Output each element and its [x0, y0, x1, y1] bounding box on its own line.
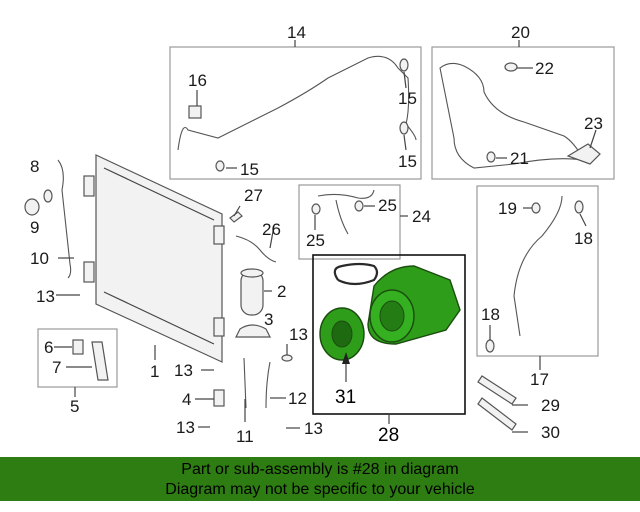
callout-26: 26	[262, 220, 281, 239]
callout-2: 2	[277, 282, 286, 301]
callout-25b: 25	[306, 231, 325, 250]
part-8	[24, 198, 40, 216]
callout-15b: 15	[398, 152, 417, 171]
hose-20	[439, 62, 586, 169]
oring-15a	[399, 58, 409, 72]
callout-18b: 18	[481, 305, 500, 324]
callout-24: 24	[412, 207, 431, 226]
callout-9: 9	[30, 218, 39, 237]
banner-line-1: Part or sub-assembly is #28 in diagram	[181, 461, 459, 478]
bracket-23	[566, 143, 601, 165]
callout-15a: 15	[398, 89, 417, 108]
part-16	[188, 105, 202, 119]
callout-6: 6	[44, 338, 53, 357]
callout-19: 19	[498, 199, 517, 218]
compressor-28	[319, 262, 461, 361]
callout-13e: 13	[289, 325, 308, 344]
callout-29: 29	[541, 396, 560, 415]
part-7	[91, 341, 109, 381]
callout-13a: 13	[36, 287, 55, 306]
oring-19	[531, 202, 541, 214]
box-24	[298, 184, 401, 260]
callout-31: 31	[335, 387, 356, 408]
callout-11: 11	[236, 427, 254, 446]
callout-18a: 18	[574, 229, 593, 248]
oring-25b	[354, 200, 364, 212]
callout-13b: 13	[174, 361, 193, 380]
callout-21: 21	[510, 149, 529, 168]
pipe-26	[235, 235, 277, 263]
box-14	[169, 46, 422, 180]
part-6	[72, 339, 84, 355]
receiver-dryer	[240, 268, 264, 316]
hose-17	[513, 195, 563, 337]
pipe-24	[317, 189, 375, 235]
callout-13d: 13	[304, 419, 323, 438]
part-4	[213, 389, 225, 407]
bolt-30	[477, 397, 517, 431]
callout-17: 17	[530, 370, 549, 389]
callout-14: 14	[287, 23, 306, 42]
oring-22	[504, 62, 518, 72]
callout-3: 3	[264, 310, 273, 329]
oring-15c	[215, 160, 225, 172]
bolt-29	[477, 375, 517, 405]
leader-lines	[54, 40, 597, 433]
oring-25a	[311, 203, 321, 215]
callout-25a: 25	[378, 196, 397, 215]
condenser	[83, 154, 225, 363]
callout-7: 7	[52, 358, 61, 377]
callout-23: 23	[584, 114, 603, 133]
callout-5: 5	[70, 397, 79, 416]
pipe-14	[177, 55, 417, 151]
callout-30: 30	[541, 423, 560, 442]
info-banner: Part or sub-assembly is #28 in diagram D…	[0, 457, 640, 501]
bracket-3	[235, 324, 271, 338]
callout-1: 1	[150, 362, 159, 381]
callout-22: 22	[535, 59, 554, 78]
tube-10	[57, 159, 72, 279]
callout-15c: 15	[240, 160, 259, 179]
part-12	[265, 361, 271, 409]
callout-12: 12	[288, 389, 307, 408]
callout-8: 8	[30, 157, 39, 176]
callout-10: 10	[30, 249, 49, 268]
callout-4: 4	[182, 390, 191, 409]
callout-16: 16	[188, 71, 207, 90]
oring-13e	[281, 354, 293, 362]
oring-18b	[485, 339, 495, 353]
oring-15b	[399, 121, 409, 135]
part-9	[43, 189, 53, 203]
box-17	[476, 185, 599, 357]
oring-21	[486, 151, 496, 163]
box-5	[37, 328, 118, 388]
callout-20: 20	[511, 23, 530, 42]
callout-28: 28	[378, 425, 399, 446]
banner-line-2: Diagram may not be specific to your vehi…	[165, 481, 475, 498]
callout-27: 27	[244, 186, 263, 205]
callout-13c: 13	[176, 418, 195, 437]
part-11	[243, 357, 247, 409]
box-20	[431, 46, 615, 180]
oring-18a	[574, 200, 584, 214]
